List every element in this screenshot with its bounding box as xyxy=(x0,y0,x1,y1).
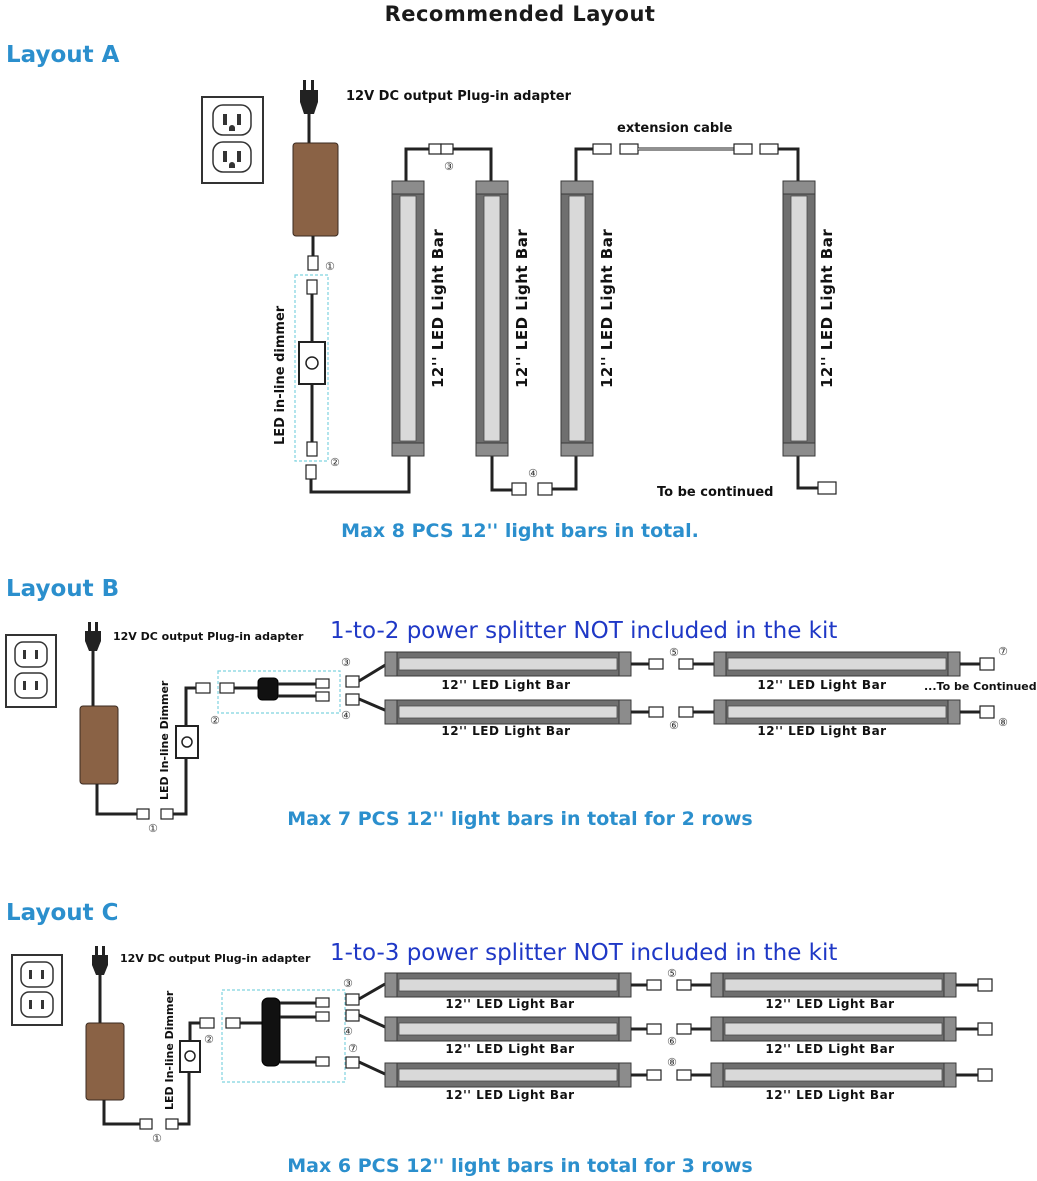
adapter-label-a: 12V DC output Plug-in adapter xyxy=(346,89,572,104)
bar-label-c2: 12'' LED Light Bar xyxy=(765,997,894,1011)
to-be-continued-label-b: ...To be Continued xyxy=(924,680,1037,693)
layout-b: Layout B 12V DC output Plug-in adapter ①… xyxy=(5,576,1037,835)
dimmer-label-c: LED In-line Dimmer xyxy=(163,990,176,1110)
bar-label-b1: 12'' LED Light Bar xyxy=(441,678,570,692)
bar-label-c4: 12'' LED Light Bar xyxy=(765,1042,894,1056)
extension-cable-label: extension cable xyxy=(617,121,733,136)
marker-5-c: ⑤ xyxy=(667,967,677,980)
light-bar-a2 xyxy=(475,180,509,457)
light-bar-b4 xyxy=(713,699,961,725)
splitter-note-b: 1-to-2 power splitter NOT included in th… xyxy=(330,618,837,644)
marker-3-b: ③ xyxy=(341,656,351,669)
splitter-note-c: 1-to-3 power splitter NOT included in th… xyxy=(330,940,837,966)
dimmer-label-a: LED in-line dimmer xyxy=(273,305,288,445)
light-bar-a4 xyxy=(782,180,816,457)
bar-label-a1: 12'' LED Light Bar xyxy=(429,229,447,388)
light-bar-a3 xyxy=(560,180,594,457)
wall-outlet-icon xyxy=(5,634,57,708)
inline-dimmer-a xyxy=(294,274,329,480)
bar-label-b2: 12'' LED Light Bar xyxy=(757,678,886,692)
plug-in-adapter xyxy=(292,80,339,271)
layout-a: Layout A 12V DC output Plug-in adapter ① xyxy=(6,42,837,542)
page-title: Recommended Layout xyxy=(385,2,656,26)
light-bar-b2 xyxy=(713,651,961,677)
layout-a-caption: Max 8 PCS 12'' light bars in total. xyxy=(341,520,699,542)
bar-label-a3: 12'' LED Light Bar xyxy=(598,229,616,388)
marker-7-c: ⑦ xyxy=(348,1042,358,1055)
bar-label-c5: 12'' LED Light Bar xyxy=(445,1088,574,1102)
dimmer-label-b: LED In-line Dimmer xyxy=(158,680,171,800)
layout-b-heading: Layout B xyxy=(6,576,119,602)
light-bar-c2 xyxy=(710,972,957,998)
adapter-label-c: 12V DC output Plug-in adapter xyxy=(120,952,311,965)
marker-2-c: ② xyxy=(204,1033,214,1046)
light-bar-b3 xyxy=(384,699,632,725)
plug-in-adapter xyxy=(85,946,125,1101)
wall-outlet-icon xyxy=(11,954,63,1026)
light-bar-c4 xyxy=(710,1016,957,1042)
marker-1-c: ① xyxy=(152,1132,162,1145)
layout-a-heading: Layout A xyxy=(6,42,120,68)
bar-label-b3: 12'' LED Light Bar xyxy=(441,724,570,738)
marker-8-c: ⑧ xyxy=(667,1056,677,1069)
light-bar-b1 xyxy=(384,651,632,677)
marker-4-a: ④ xyxy=(528,467,538,480)
layout-b-caption: Max 7 PCS 12'' light bars in total for 2… xyxy=(287,808,752,830)
marker-4-b: ④ xyxy=(341,709,351,722)
layout-c-heading: Layout C xyxy=(6,900,119,926)
bar-label-c1: 12'' LED Light Bar xyxy=(445,997,574,1011)
bar-label-a2: 12'' LED Light Bar xyxy=(513,229,531,388)
adapter-label-b: 12V DC output Plug-in adapter xyxy=(113,630,304,643)
light-bar-c3 xyxy=(384,1016,632,1042)
bar-label-c3: 12'' LED Light Bar xyxy=(445,1042,574,1056)
light-bar-c1 xyxy=(384,972,632,998)
marker-8-b: ⑧ xyxy=(998,716,1008,729)
marker-1-a: ① xyxy=(325,260,335,273)
layout-c-caption: Max 6 PCS 12'' light bars in total for 3… xyxy=(287,1155,752,1177)
marker-7-b: ⑦ xyxy=(998,645,1008,658)
layout-c: Layout C 12V DC output Plug-in adapter ①… xyxy=(6,900,993,1177)
marker-1-b: ① xyxy=(148,822,158,835)
marker-4-c: ④ xyxy=(343,1025,353,1038)
marker-2-b: ② xyxy=(210,714,220,727)
marker-2-a: ② xyxy=(330,456,340,469)
marker-6-b: ⑥ xyxy=(669,719,679,732)
bar-label-c6: 12'' LED Light Bar xyxy=(765,1088,894,1102)
marker-3-c: ③ xyxy=(343,977,353,990)
marker-3-a: ③ xyxy=(444,160,454,173)
marker-5-b: ⑤ xyxy=(669,646,679,659)
light-bar-a1 xyxy=(391,180,425,457)
plug-in-adapter xyxy=(79,622,119,785)
marker-6-c: ⑥ xyxy=(667,1035,677,1048)
wall-outlet-icon xyxy=(201,96,264,184)
light-bar-c6 xyxy=(710,1062,957,1088)
to-be-continued-label: To be continued xyxy=(657,485,773,500)
bar-label-a4: 12'' LED Light Bar xyxy=(818,229,836,388)
light-bar-c5 xyxy=(384,1062,632,1088)
bar-label-b4: 12'' LED Light Bar xyxy=(757,724,886,738)
